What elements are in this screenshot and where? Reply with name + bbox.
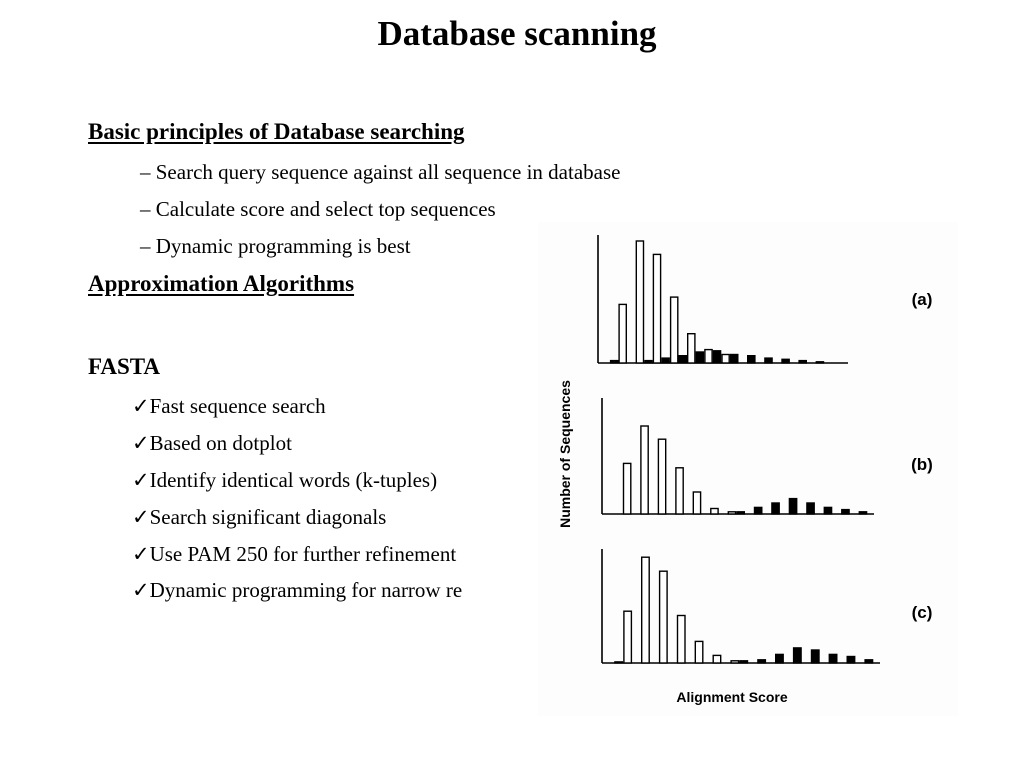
filled-bar [739, 660, 749, 664]
open-bar [635, 240, 645, 364]
open-bar [618, 303, 627, 364]
filled-bar [828, 653, 838, 664]
filled-bar [792, 647, 802, 664]
check-item: ✓Search significant diagonals [132, 505, 387, 529]
histogram-figure: Number of Sequences Alignment Score (a) (… [538, 222, 958, 716]
check-item: ✓Dynamic programming for narrow re [132, 578, 463, 602]
section-heading-basic-principles: Basic principles of Database searching [88, 119, 465, 144]
y-axis-label: Number of Sequences [557, 380, 573, 528]
filled-bar [757, 659, 767, 664]
open-bar [686, 332, 696, 364]
section-heading-fasta: FASTA [88, 354, 160, 379]
bullet-line: – Calculate score and select top sequenc… [140, 197, 496, 221]
slide-title: Database scanning [377, 14, 657, 53]
filled-bar [806, 502, 815, 515]
open-bar [652, 253, 662, 364]
filled-bar [771, 502, 780, 515]
filled-bar [712, 350, 722, 364]
filled-bar [815, 361, 825, 364]
filled-bar [644, 359, 653, 364]
filled-bar [810, 649, 820, 664]
filled-bar [609, 359, 619, 364]
open-bar [657, 438, 667, 515]
histogram-panel: (b) [601, 398, 933, 515]
check-item: ✓Fast sequence search [132, 394, 326, 418]
open-bar [675, 467, 684, 515]
bullet-line: – Dynamic programming is best [140, 234, 411, 258]
open-bar [712, 654, 722, 664]
filled-bar [746, 354, 756, 364]
open-bar [669, 296, 679, 364]
bullet-list-fasta: ✓Fast sequence search ✓Based on dotplot … [132, 394, 463, 602]
open-bar [692, 491, 702, 515]
filled-bar [774, 653, 784, 664]
filled-bar [729, 353, 739, 364]
filled-bar [614, 661, 624, 664]
histogram-panel: (a) [597, 235, 933, 364]
filled-bar [736, 511, 746, 515]
open-bar [640, 556, 650, 664]
filled-bar [764, 357, 773, 364]
panel-label: (b) [911, 455, 933, 474]
panel-label: (c) [912, 603, 933, 622]
open-bar [622, 462, 632, 515]
open-bar [704, 348, 713, 364]
check-item: ✓Use PAM 250 for further refinement [132, 542, 457, 566]
open-bar [694, 640, 704, 664]
open-bar [640, 425, 649, 515]
filled-bar [823, 506, 833, 515]
filled-bar [864, 659, 874, 664]
section-heading-approximation: Approximation Algorithms [88, 271, 355, 296]
filled-bar [661, 357, 670, 364]
open-bar [730, 660, 740, 664]
filled-bar [798, 359, 808, 364]
open-bar [727, 511, 737, 515]
filled-bar [846, 655, 856, 664]
open-bar [658, 570, 668, 664]
histogram-svg: Number of Sequences Alignment Score (a) (… [557, 235, 933, 705]
filled-bar [678, 354, 688, 364]
filled-bar [753, 506, 763, 515]
filled-bar [841, 508, 850, 515]
open-bar [676, 614, 686, 664]
panel-label: (a) [912, 290, 933, 309]
x-axis-label: Alignment Score [676, 689, 787, 705]
filled-bar [858, 511, 868, 515]
check-item: ✓Based on dotplot [132, 431, 292, 455]
bullet-line: – Search query sequence against all sequ… [140, 160, 621, 184]
filled-bar [781, 358, 790, 364]
filled-bar [695, 351, 705, 364]
filled-bar [788, 497, 798, 515]
open-bar [623, 610, 633, 664]
histogram-panel: (c) [601, 549, 933, 664]
open-bar [710, 507, 719, 515]
open-bar [721, 353, 730, 364]
check-item: ✓Identify identical words (k-tuples) [132, 468, 438, 492]
